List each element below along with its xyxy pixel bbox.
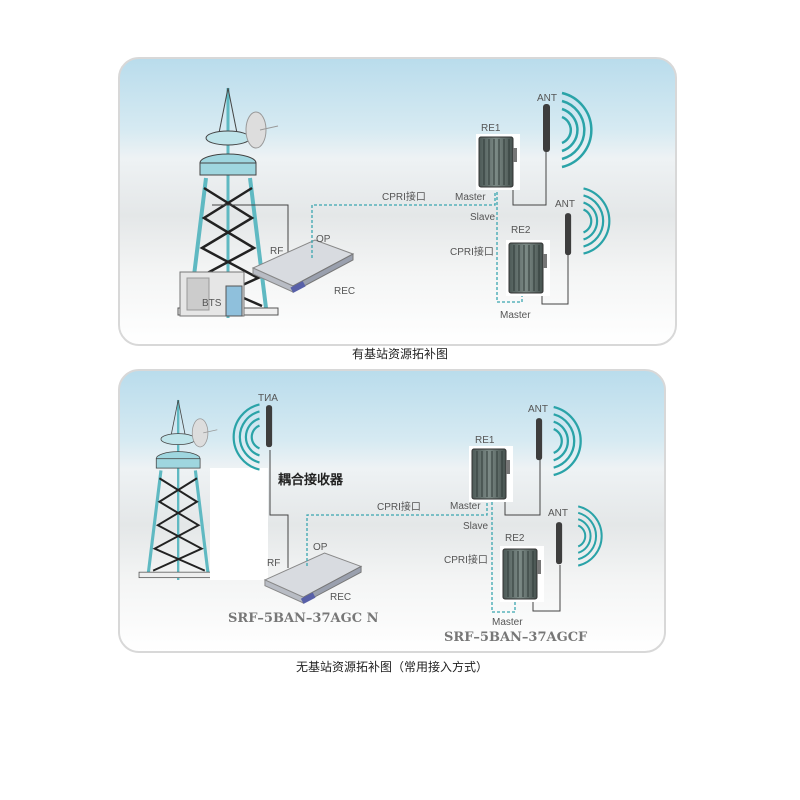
cpri-re2-label: CPRI接口 [450, 245, 494, 258]
antenna-icon [543, 104, 550, 152]
panel-without-bts: ТИА 耦合接收器 RF OP REC SRF–5BAN–37AGC N CPR… [118, 369, 666, 653]
antenna-icon [536, 418, 543, 461]
re-model-label: SRF–5BAN–37AGCF [444, 630, 588, 645]
ant2-label: ANT [548, 508, 568, 519]
re2-label: RE2 [511, 225, 531, 236]
ant1-label: ANT [537, 93, 557, 104]
rf-cable [212, 204, 289, 255]
re1-label: RE1 [475, 435, 495, 446]
cpri-label: CPRI接口 [377, 500, 421, 513]
re2-antenna-cable [532, 565, 561, 612]
re1-master-label: Master [450, 501, 481, 512]
rec-label: REC [334, 286, 355, 297]
cpri-link [306, 502, 488, 566]
re2-label: RE2 [505, 533, 525, 544]
op-label: OP [316, 234, 331, 245]
re2-unit-icon [505, 239, 551, 297]
re1-unit-icon [468, 445, 514, 503]
re2-antenna-cable [541, 255, 569, 305]
cpri-link-re2 [491, 502, 516, 613]
donor-antenna-icon [266, 405, 273, 448]
rec-label: REC [330, 592, 351, 603]
re1-label: RE1 [481, 123, 501, 134]
coupler-label: 耦合接收器 [278, 472, 344, 488]
cpri-re2-label: CPRI接口 [444, 553, 488, 566]
cpri-label: CPRI接口 [382, 190, 426, 203]
bts-label: BTS [202, 298, 222, 309]
op-label: OP [313, 542, 328, 553]
rf-label: RF [270, 246, 283, 257]
re1-antenna-cable [512, 145, 547, 206]
re1-antenna-cable [504, 460, 541, 516]
caption-with-bts: 有基站资源拓补图 [352, 347, 448, 361]
cpri-link [311, 192, 496, 258]
caption-without-bts: 无基站资源拓补图（常用接入方式） [296, 659, 488, 674]
rf-cable [269, 450, 289, 568]
re1-master-label: Master [455, 192, 486, 203]
re1-unit-icon [475, 133, 521, 191]
rec-model-label: SRF–5BAN–37AGC N [228, 611, 379, 626]
panel-with-bts: BTS RF OP REC CPRI接口 Master RE1 ANT Slav… [118, 57, 677, 346]
slave-label: Slave [463, 521, 488, 532]
rf-label: RF [267, 558, 280, 569]
slave-label: Slave [470, 212, 495, 223]
cpri-link-re2 [496, 192, 523, 303]
bts-building [179, 271, 245, 317]
ant2-label: ANT [555, 199, 575, 210]
antenna-icon [565, 213, 572, 256]
re2-unit-icon [499, 545, 545, 603]
antenna-icon [556, 522, 563, 565]
blank-patch [210, 468, 268, 580]
re2-master-label: Master [492, 617, 523, 628]
donor-ant-label: ТИА [258, 393, 278, 404]
re2-master-label: Master [500, 310, 531, 321]
ant1-label: ANT [528, 404, 548, 415]
